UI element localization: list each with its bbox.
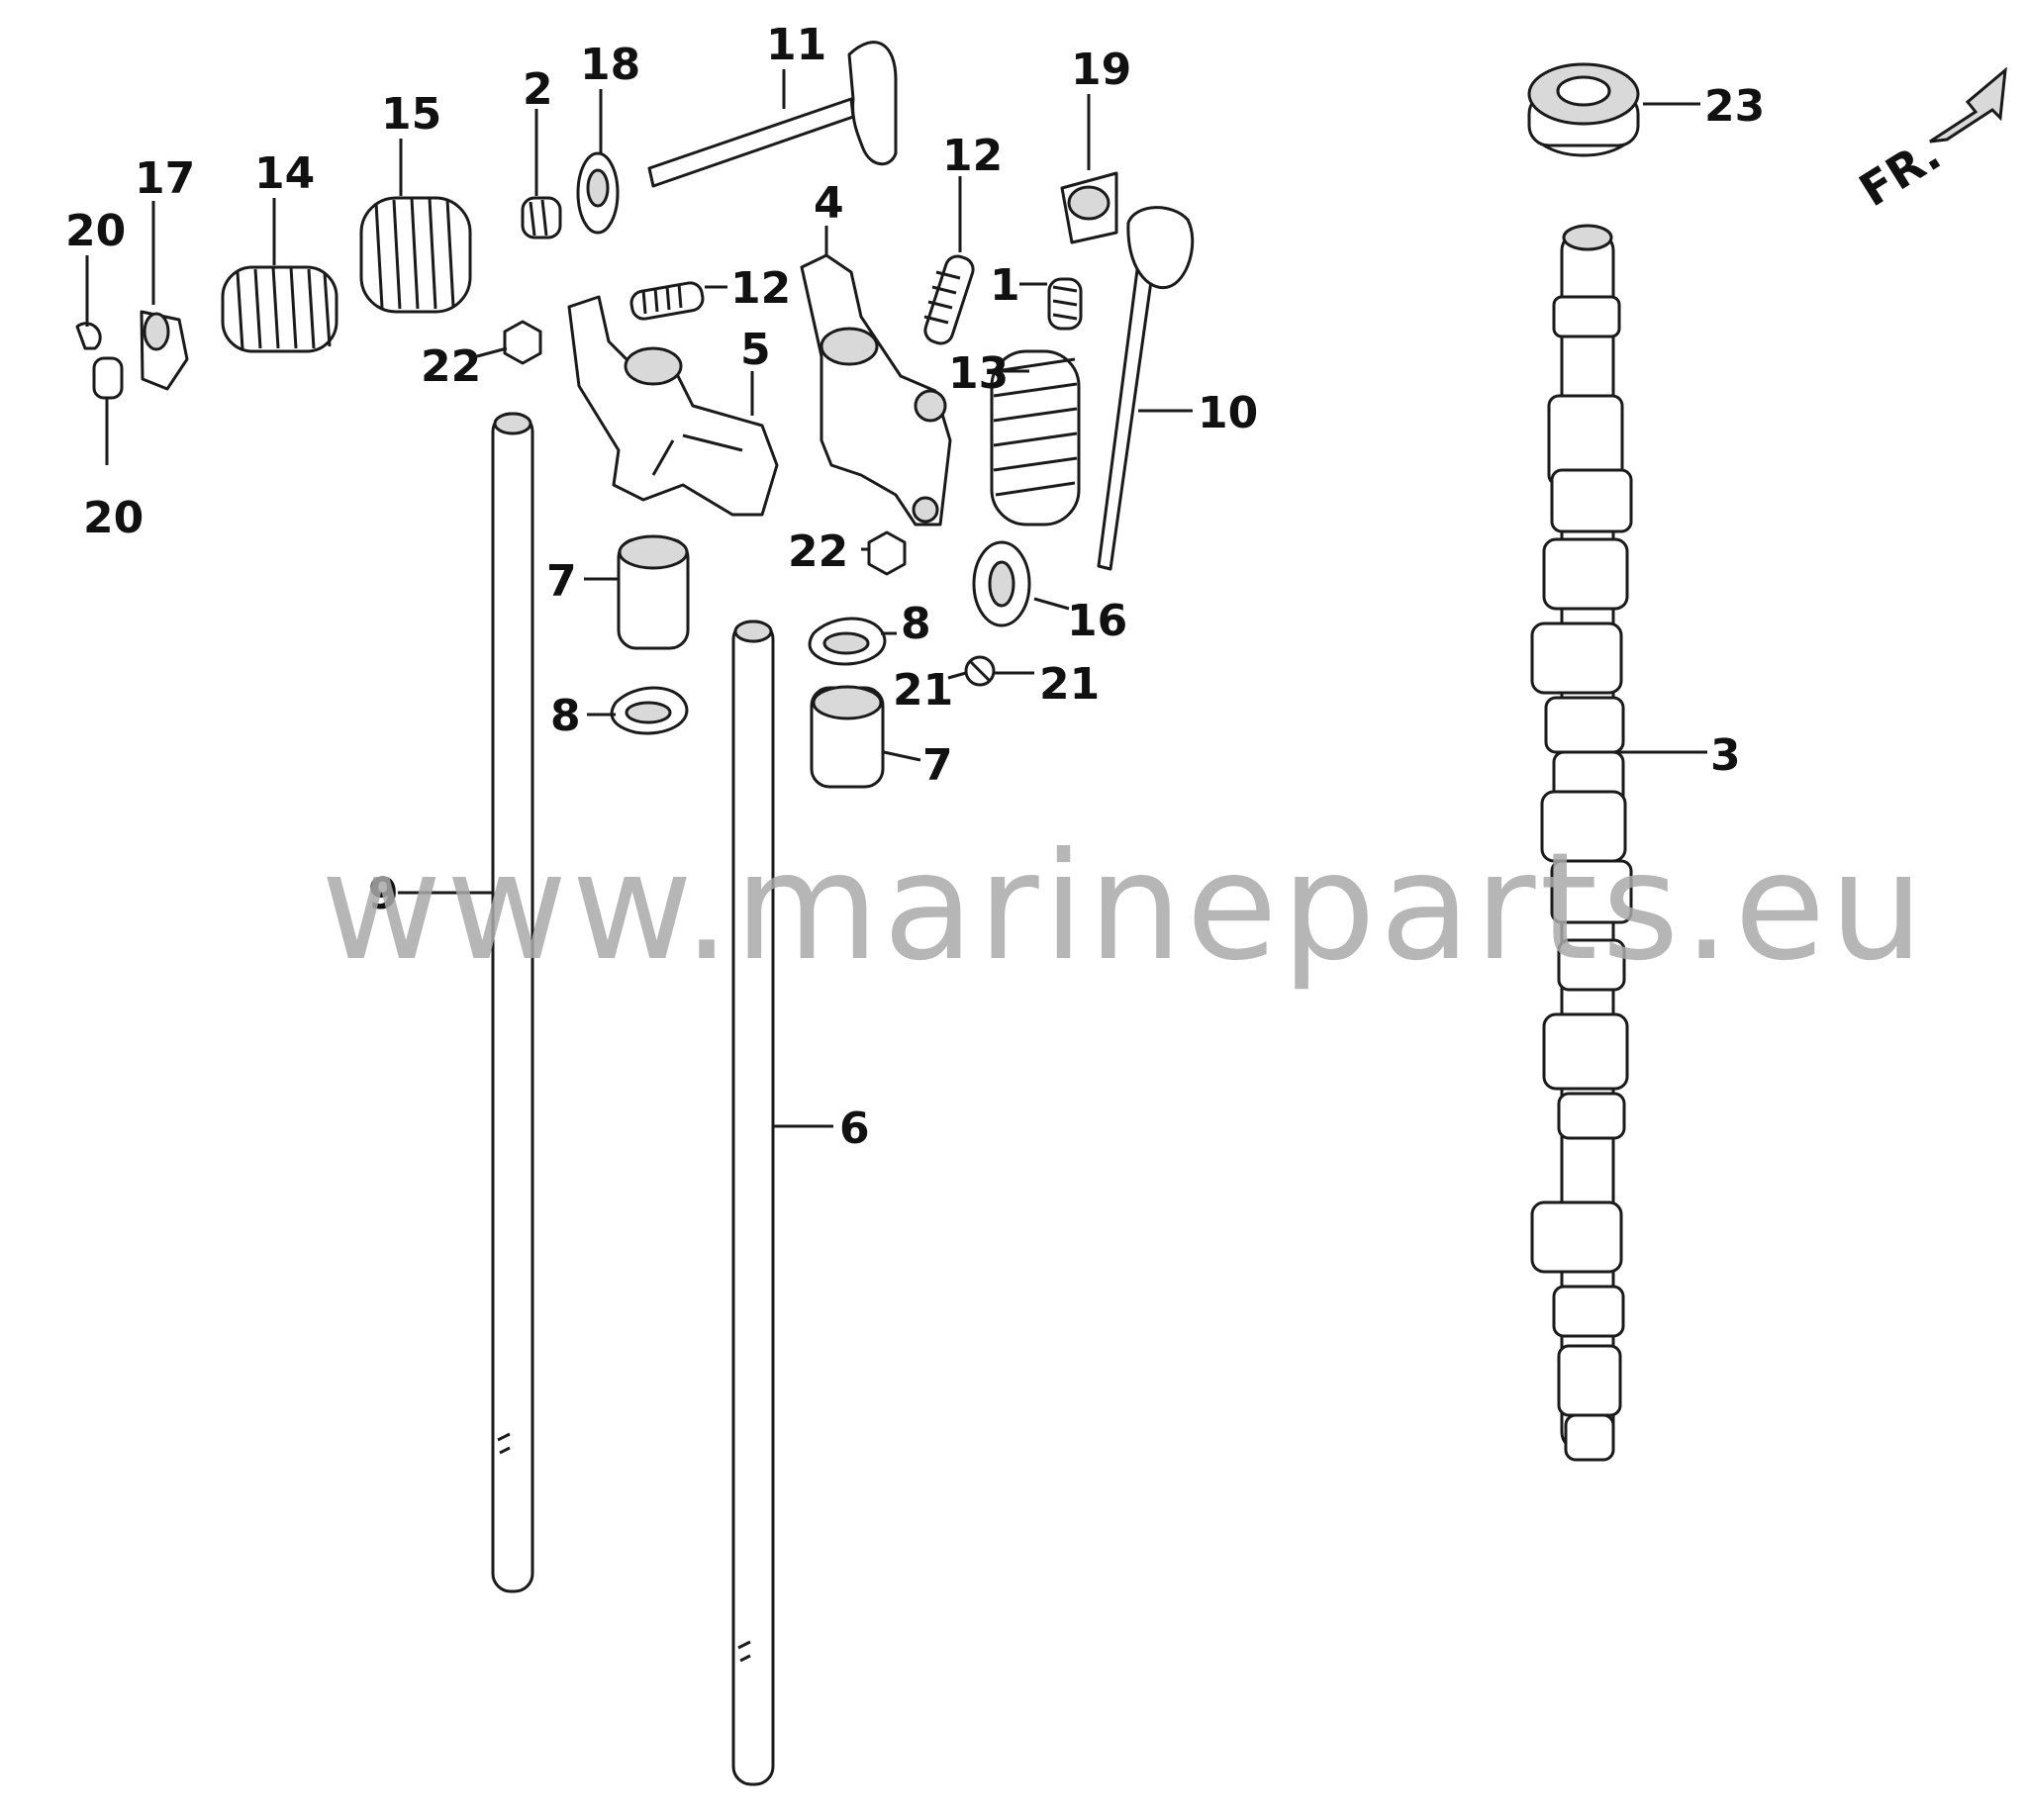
callout-23: 23 (1704, 81, 1765, 132)
callout-7-upper: 7 (546, 556, 577, 607)
callout-9: 9 (368, 869, 399, 919)
spring-14 (221, 265, 338, 353)
callout-16: 16 (1067, 596, 1127, 646)
callout-14: 14 (254, 148, 315, 199)
callout-17: 17 (135, 153, 195, 204)
retainer-17 (140, 310, 189, 391)
callout-1: 1 (990, 260, 1020, 311)
spring-13 (990, 349, 1081, 527)
cotter-20-lower (92, 356, 124, 400)
callout-2: 2 (523, 64, 553, 115)
callout-3: 3 (1710, 730, 1741, 781)
callout-12-right: 12 (942, 131, 1003, 181)
nut-22-lower (867, 530, 907, 576)
adjuster-screw-12a (629, 281, 705, 321)
callout-8-right: 8 (901, 599, 931, 649)
valve-10 (1097, 206, 1195, 571)
callout-10: 10 (1198, 388, 1258, 438)
guide-8b (808, 617, 887, 666)
callout-21-left: 21 (893, 665, 953, 716)
seal-1 (1047, 277, 1083, 331)
front-arrow: FR. (1850, 66, 2007, 217)
adjuster-screw-12b (923, 254, 975, 345)
callout-labels: 20 20 17 14 15 2 18 11 12 12 19 23 4 1 2… (65, 20, 1765, 1154)
valve-11 (647, 41, 898, 188)
callout-22-lower: 22 (788, 527, 848, 577)
seal-2 (521, 196, 562, 239)
cotter-21 (964, 655, 996, 687)
camshaft-3 (1530, 224, 1633, 1462)
push-rod-9 (491, 412, 534, 1593)
callout-12-left: 12 (730, 263, 791, 314)
rocker-arm-4 (800, 253, 952, 527)
callout-15: 15 (381, 89, 441, 140)
callout-20-lower: 20 (83, 493, 144, 543)
nut-22-upper (503, 320, 542, 365)
spring-15 (359, 196, 472, 314)
callout-4: 4 (814, 178, 844, 229)
guide-8a (610, 686, 689, 735)
oil-seal-23 (1527, 62, 1640, 157)
callout-21-right: 21 (1039, 659, 1100, 710)
pivot-7a (617, 534, 690, 650)
callout-11: 11 (766, 20, 826, 70)
callout-13: 13 (948, 348, 1009, 399)
push-rod-6 (731, 620, 775, 1786)
callout-8-left: 8 (550, 691, 581, 741)
valve-stem-seal-19 (1060, 171, 1118, 244)
retainer-16 (972, 540, 1031, 627)
watermark: www.marineparts.eu (321, 821, 1928, 994)
cotter-20-upper (75, 322, 102, 350)
rocker-arm-5 (567, 295, 779, 517)
leader-lines (85, 69, 1707, 1128)
callout-7-lower: 7 (922, 740, 953, 791)
callout-22-upper: 22 (421, 341, 481, 392)
callout-18: 18 (580, 40, 640, 90)
callout-6: 6 (839, 1103, 870, 1154)
pivot-7b (810, 685, 885, 789)
callout-20-upper: 20 (65, 206, 126, 256)
callout-19: 19 (1071, 45, 1131, 95)
callout-5: 5 (740, 325, 771, 375)
valve-stem-seal-18 (576, 151, 620, 235)
